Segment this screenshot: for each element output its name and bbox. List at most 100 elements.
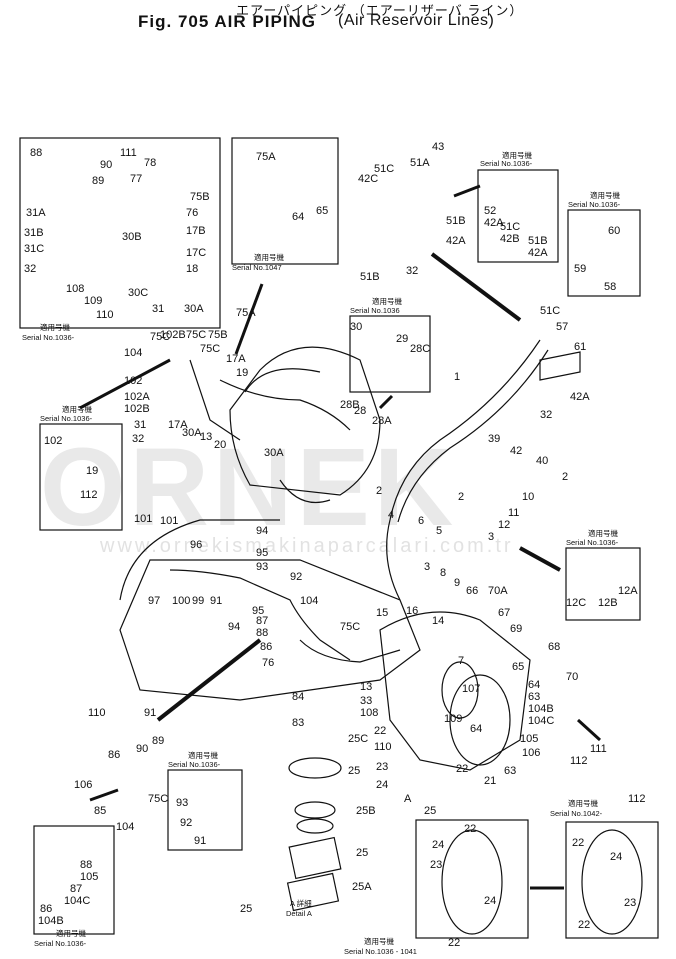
detail-box-100 bbox=[39, 423, 123, 531]
part-label: 70 bbox=[566, 671, 578, 683]
part-label: 92 bbox=[180, 817, 192, 829]
part-label: 102 bbox=[124, 375, 142, 387]
detail-box-12 bbox=[565, 547, 641, 621]
part-label: 90 bbox=[100, 159, 112, 171]
detail-box-28 bbox=[349, 315, 431, 393]
serial-note: Serial No.1042- bbox=[550, 809, 603, 818]
part-label: 25 bbox=[348, 765, 360, 777]
part-label: 92 bbox=[290, 571, 302, 583]
part-label: 17A bbox=[226, 353, 246, 365]
part-label: 75A bbox=[256, 151, 276, 163]
part-label: 75B bbox=[190, 191, 210, 203]
part-label: 22 bbox=[456, 763, 468, 775]
part-label: 88 bbox=[256, 627, 268, 639]
part-label: 91 bbox=[194, 835, 206, 847]
part-label: 102B bbox=[124, 403, 150, 415]
part-label: 104 bbox=[116, 821, 134, 833]
serial-jp: 適用号機 bbox=[254, 252, 284, 262]
part-label: 12 bbox=[498, 519, 510, 531]
part-label: 12B bbox=[598, 597, 618, 609]
part-label: 112 bbox=[80, 489, 98, 501]
serial-note: Serial No.1036 bbox=[350, 306, 400, 315]
part-label: 89 bbox=[152, 735, 164, 747]
part-labels: 88 111 90 89 31A 31B 31C 32 108 109 110 … bbox=[24, 141, 646, 949]
serial-jp: 適用号機 bbox=[568, 798, 598, 808]
part-label: 42A bbox=[446, 235, 466, 247]
part-label: 31A bbox=[26, 207, 46, 219]
part-label: 32 bbox=[24, 263, 36, 275]
serial-note: Serial No.1036- bbox=[34, 939, 87, 948]
part-label: 78 bbox=[144, 157, 156, 169]
watermark-url: www.ornekismakinaparcalari.com.tr bbox=[99, 535, 514, 557]
part-label: 25 bbox=[240, 903, 252, 915]
part-label: 112 bbox=[570, 755, 588, 767]
part-label: 110 bbox=[88, 707, 106, 719]
part-label: 25 bbox=[356, 847, 368, 859]
part-label: 51C bbox=[374, 163, 394, 175]
part-label: 42A bbox=[484, 217, 504, 229]
part-label: 111 bbox=[120, 147, 137, 159]
serial-note: Serial No.1036- bbox=[22, 333, 75, 342]
part-label: 91 bbox=[144, 707, 156, 719]
serial-note: Serial No.1036- bbox=[40, 414, 93, 423]
part-label: 104C bbox=[528, 715, 554, 727]
part-label: 64 bbox=[528, 679, 540, 691]
part-label: 25A bbox=[352, 881, 372, 893]
part-label: 5 bbox=[436, 525, 442, 537]
part-label: 14 bbox=[432, 615, 444, 627]
part-label: 31 bbox=[152, 303, 164, 315]
part-label: 63 bbox=[528, 691, 540, 703]
part-label: 17B bbox=[186, 225, 206, 237]
part-label: 22 bbox=[374, 725, 386, 737]
part-label: 25 bbox=[424, 805, 436, 817]
part-label: 17C bbox=[186, 247, 206, 259]
part-label: 31B bbox=[24, 227, 44, 239]
part-label: 51B bbox=[446, 215, 466, 227]
serial-note: Serial No.1036- bbox=[480, 159, 533, 168]
part-label: 65 bbox=[316, 205, 328, 217]
part-label: 25B bbox=[356, 805, 376, 817]
part-label: 3 bbox=[488, 531, 494, 543]
part-label: 16 bbox=[406, 605, 418, 617]
part-label: 51C bbox=[540, 305, 560, 317]
part-label: 107 bbox=[462, 683, 480, 695]
serial-jp: 適用号機 bbox=[56, 928, 86, 938]
part-label: 95 bbox=[256, 547, 268, 559]
part-label: 2 bbox=[562, 471, 568, 483]
part-label: 89 bbox=[92, 175, 104, 187]
part-label: 19 bbox=[86, 465, 98, 477]
part-label: 23 bbox=[376, 761, 388, 773]
part-label: 30B bbox=[122, 231, 142, 243]
part-label: 77 bbox=[130, 173, 142, 185]
part-label: 4 bbox=[388, 509, 394, 521]
part-label: 31 bbox=[134, 419, 146, 431]
part-label: 87 bbox=[256, 615, 268, 627]
part-label: 42A bbox=[528, 247, 548, 259]
part-label: 12A bbox=[618, 585, 638, 597]
part-label: 90 bbox=[136, 743, 148, 755]
part-label: 42B bbox=[500, 233, 520, 245]
part-label: 86 bbox=[108, 749, 120, 761]
part-label: 24 bbox=[432, 839, 444, 851]
part-label: 93 bbox=[256, 561, 268, 573]
serial-jp: 適用号機 bbox=[364, 936, 394, 946]
serial-jp: 適用号機 bbox=[372, 296, 402, 306]
part-label: 28C bbox=[410, 343, 430, 355]
part-label: 110 bbox=[96, 309, 114, 321]
part-label: 30A bbox=[264, 447, 284, 459]
part-label: 21 bbox=[484, 775, 496, 787]
part-label: 42C bbox=[358, 173, 378, 185]
detail-box-24a bbox=[415, 819, 529, 939]
part-label: 6 bbox=[418, 515, 424, 527]
part-label: 8 bbox=[440, 567, 446, 579]
detail-box-80 bbox=[167, 769, 243, 851]
part-label: 94 bbox=[256, 525, 268, 537]
part-label: 32 bbox=[132, 433, 144, 445]
part-label: 11 bbox=[508, 507, 519, 519]
part-label: 84 bbox=[292, 691, 304, 703]
part-label: 42 bbox=[510, 445, 522, 457]
part-label: 19 bbox=[236, 367, 248, 379]
part-label: 51B bbox=[360, 271, 380, 283]
detail-box-51 bbox=[567, 209, 641, 297]
part-label: 104 bbox=[124, 347, 142, 359]
